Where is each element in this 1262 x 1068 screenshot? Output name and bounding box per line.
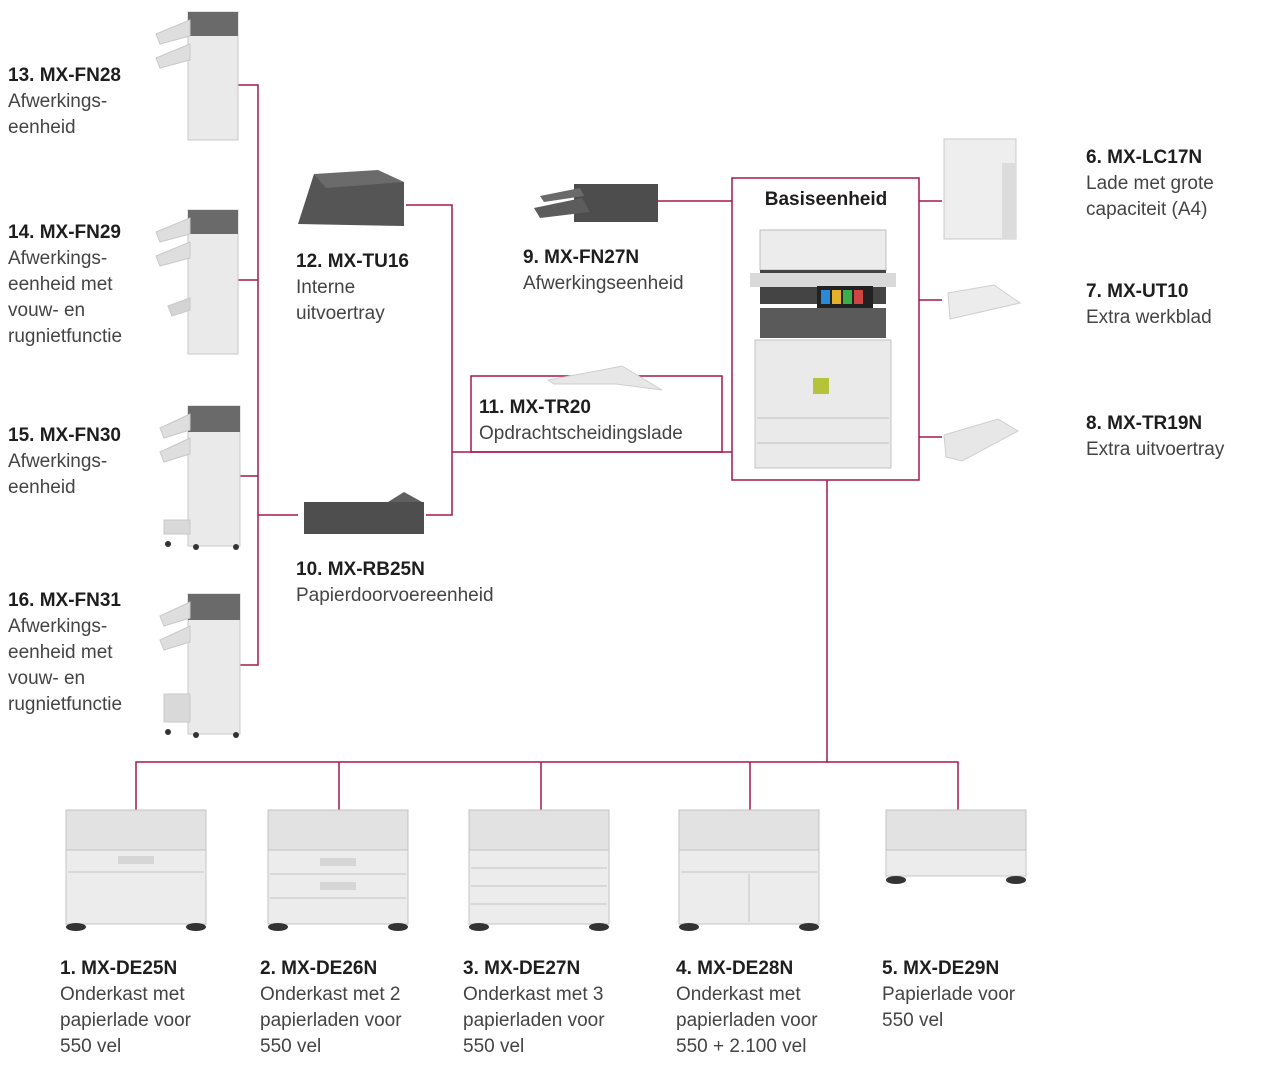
option-code: 13. MX-FN28: [8, 65, 121, 86]
mx-rb25n-image: [304, 492, 424, 534]
option-desc: Onderkast met papierladen voor 550 + 2.1…: [676, 984, 818, 1057]
option-8: 8. MX-TR19N Extra uitvoertray: [1086, 411, 1224, 463]
option-6: 6. MX-LC17N Lade met grote capaciteit (A…: [1086, 145, 1214, 223]
mx-de25n-image: [65, 809, 207, 931]
connector-base-down: [135, 480, 828, 810]
option-code: 1. MX-DE25N: [60, 958, 178, 979]
option-7: 7. MX-UT10 Extra werkblad: [1086, 279, 1212, 331]
option-desc: Papierlade voor 550 vel: [882, 984, 1016, 1031]
mx-fn27n-image: [534, 184, 658, 222]
option-9: 9. MX-FN27N Afwerkingseenheid: [523, 245, 684, 297]
option-10: 10. MX-RB25N Papierdoorvoereenheid: [296, 557, 494, 609]
option-code: 12. MX-TU16: [296, 251, 409, 272]
mx-fn30-image: [159, 405, 241, 550]
option-desc: Onderkast met 3 papierladen voor 550 vel: [463, 984, 605, 1057]
mx-de29n-image: [885, 809, 1027, 884]
option-14: 14. MX-FN29 Afwerkings- eenheid met vouw…: [8, 220, 122, 350]
option-code: 2. MX-DE26N: [260, 958, 378, 979]
base-unit-frame: [731, 177, 920, 481]
mx-de26n-image: [267, 809, 409, 931]
mx-lc17n-image: [943, 138, 1017, 240]
connector-finisher-bus: [238, 84, 259, 666]
option-15: 15. MX-FN30 Afwerkings- eenheid: [8, 423, 121, 501]
mx-de28n-image: [678, 809, 820, 931]
option-12: 12. MX-TU16 Interne uitvoertray: [296, 249, 409, 327]
option-desc: Interne uitvoertray: [296, 277, 385, 324]
option-code: 6. MX-LC17N: [1086, 147, 1203, 168]
option-desc: Lade met grote capaciteit (A4): [1086, 173, 1214, 220]
option-code: 16. MX-FN31: [8, 590, 121, 611]
option-16: 16. MX-FN31 Afwerkings- eenheid met vouw…: [8, 588, 122, 718]
option-code: 5. MX-DE29N: [882, 958, 1000, 979]
option-2: 2. MX-DE26N Onderkast met 2 papierladen …: [260, 956, 402, 1060]
base-unit-image: [750, 229, 896, 469]
option-13: 13. MX-FN28 Afwerkings- eenheid: [8, 63, 121, 141]
connector-de29n: [827, 761, 959, 810]
mx-fn31-image: [159, 593, 241, 738]
option-desc: Afwerkings- eenheid: [8, 451, 108, 498]
option-5: 5. MX-DE29N Papierlade voor 550 vel: [882, 956, 1015, 1034]
option-desc: Onderkast met papierlade voor 550 vel: [60, 984, 191, 1057]
option-desc: Opdrachtscheidingslade: [479, 423, 683, 444]
base-unit-title: Basiseenheid: [764, 189, 888, 210]
option-4: 4. MX-DE28N Onderkast met papierladen vo…: [676, 956, 818, 1060]
mx-ut10-image: [947, 284, 1022, 320]
option-desc: Afwerkings- eenheid: [8, 91, 108, 138]
mx-tu16-image: [298, 170, 404, 226]
option-code: 4. MX-DE28N: [676, 958, 794, 979]
option-desc: Extra werkblad: [1086, 307, 1212, 328]
option-code: 15. MX-FN30: [8, 425, 121, 446]
option-code: 14. MX-FN29: [8, 222, 121, 243]
option-11: 11. MX-TR20 Opdrachtscheidingslade: [479, 395, 683, 447]
mx-de27n-image: [468, 809, 610, 931]
option-desc: Extra uitvoertray: [1086, 439, 1225, 460]
option-desc: Afwerkingseenheid: [523, 273, 684, 294]
option-code: 8. MX-TR19N: [1086, 413, 1203, 434]
option-code: 9. MX-FN27N: [523, 247, 640, 268]
mx-fn29-image: [155, 209, 239, 355]
mx-tr20-image: [546, 365, 663, 391]
mx-fn28-image: [155, 11, 239, 141]
option-code: 3. MX-DE27N: [463, 958, 581, 979]
connector-tu16-rb25n: [406, 204, 453, 516]
option-desc: Papierdoorvoereenheid: [296, 585, 494, 606]
option-desc: Onderkast met 2 papierladen voor 550 vel: [260, 984, 402, 1057]
option-1: 1. MX-DE25N Onderkast met papierlade voo…: [60, 956, 191, 1060]
option-desc: Afwerkings- eenheid met vouw- en rugniet…: [8, 616, 123, 715]
option-code: 7. MX-UT10: [1086, 281, 1189, 302]
mx-tr19n-image: [943, 418, 1020, 462]
option-code: 11. MX-TR20: [479, 397, 591, 418]
option-code: 10. MX-RB25N: [296, 559, 425, 580]
option-desc: Afwerkings- eenheid met vouw- en rugniet…: [8, 248, 123, 347]
option-3: 3. MX-DE27N Onderkast met 3 papierladen …: [463, 956, 605, 1060]
